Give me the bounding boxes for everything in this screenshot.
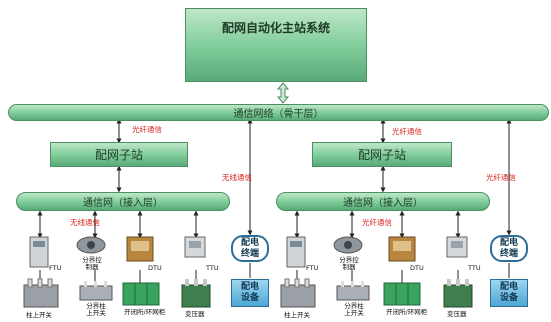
ftu-label: FTU	[306, 264, 319, 272]
boundary-controller-label: 分界控制器	[82, 256, 102, 271]
substation-left: 配网子站	[50, 142, 188, 167]
transformer-left	[181, 279, 211, 308]
backbone-label: 通信网络（骨干层）	[233, 109, 324, 120]
boundary-pole-switch-left	[79, 281, 113, 301]
backbone-network-bar: 通信网络（骨干层）	[8, 104, 549, 121]
master-link-arrow	[276, 82, 290, 104]
boundary-controller-right	[333, 236, 363, 254]
boundary-controller-label: 分界控制器	[339, 256, 359, 271]
transformer-label: 变压器	[185, 310, 205, 318]
ttu-label: TTU	[206, 264, 219, 272]
direct-link-label-right: 光纤通信	[486, 173, 516, 182]
boundary-pole-switch-right	[336, 281, 370, 301]
dtu-label: DTU	[148, 264, 162, 272]
access-network-left-label: 通信网（接入层）	[83, 198, 163, 209]
distribution-equipment-right: 配电设备	[490, 279, 528, 307]
ttu-device-left	[184, 236, 206, 258]
access-network-right-label: 通信网（接入层）	[343, 198, 423, 209]
ttu-device-right	[446, 236, 468, 258]
ttu-label: TTU	[468, 264, 481, 272]
ftu-device-left	[29, 236, 49, 268]
ftu-label: FTU	[49, 264, 62, 272]
substation-right-label: 配网子站	[357, 148, 406, 162]
pole-switch-label: 柱上开关	[26, 311, 52, 319]
uplink-label-right: 光纤通信	[392, 127, 422, 136]
switchgear-label: 开闭所/环网柜	[386, 308, 428, 316]
dtu-device-left	[126, 236, 154, 262]
terminal-label: 配电终端	[499, 237, 518, 259]
pole-switch-label: 柱上开关	[284, 311, 310, 319]
master-station: 配网自动化主站系统	[185, 8, 367, 82]
ftu-device-right	[286, 236, 306, 268]
transformer-right	[443, 279, 473, 308]
distribution-equipment-left: 配电设备	[231, 279, 269, 307]
access-network-bar-right: 通信网（接入层）	[276, 192, 490, 211]
dtu-device-right	[388, 236, 416, 262]
access-link-label-left: 无线通信	[70, 218, 100, 227]
switchgear-label: 开闭所/环网柜	[124, 308, 166, 316]
access-network-bar-left: 通信网（接入层）	[16, 192, 230, 211]
distribution-terminal-right: 配电终端	[490, 235, 528, 262]
distribution-terminal-left: 配电终端	[231, 235, 269, 262]
boundary-controller-left	[76, 236, 106, 254]
switchgear-left	[122, 282, 160, 306]
switchgear-right	[383, 282, 421, 306]
terminal-label: 配电终端	[240, 237, 259, 259]
access-link-label-right: 光纤通信	[362, 218, 392, 227]
uplink-label-left: 光纤通信	[132, 125, 162, 134]
substation-left-label: 配网子站	[94, 148, 143, 162]
transformer-label: 变压器	[447, 310, 467, 318]
equipment-label: 配电设备	[240, 282, 259, 303]
direct-link-label-left: 无线通信	[222, 173, 252, 182]
pole-switch-right	[280, 278, 316, 308]
boundary-pole-switch-label: 分界柱上开关	[86, 302, 106, 317]
dtu-label: DTU	[410, 264, 424, 272]
pole-switch-left	[23, 278, 59, 308]
substation-right: 配网子站	[312, 142, 452, 167]
equipment-label: 配电设备	[499, 282, 518, 303]
boundary-pole-switch-label: 分界柱上开关	[344, 302, 364, 317]
master-station-title: 配网自动化主站系统	[221, 21, 330, 35]
